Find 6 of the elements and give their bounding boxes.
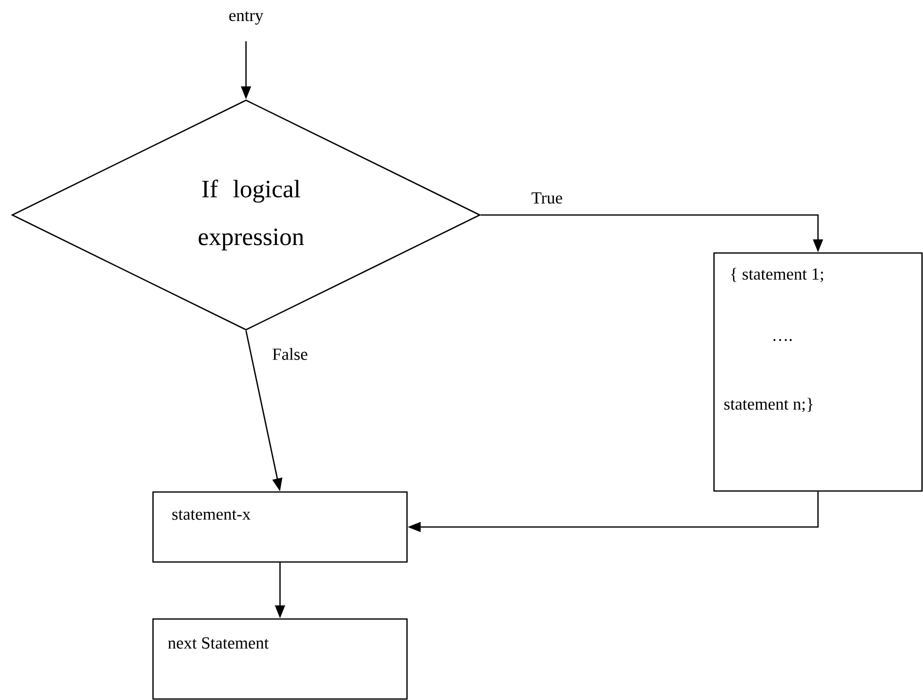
process-box: next Statement [152,618,408,700]
process-box: { statement 1; …. statement n;} [713,252,923,492]
entry-label: entry [229,11,264,25]
edge-label: False [271,347,309,361]
process-box: statement-x [152,491,408,563]
edge-label: True [530,191,564,205]
